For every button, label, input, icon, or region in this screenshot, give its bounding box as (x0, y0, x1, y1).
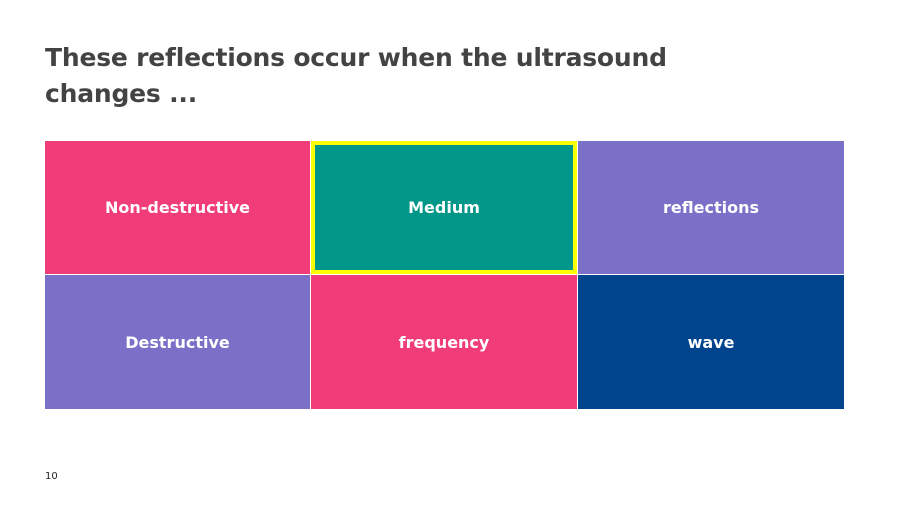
tile-label: Medium (408, 198, 480, 217)
page-number: 10 (45, 471, 58, 482)
tile-label: reflections (663, 198, 759, 217)
tile-label: Destructive (125, 332, 230, 352)
tile-reflections[interactable]: reflections (578, 141, 844, 274)
tile-destructive[interactable]: Destructive (45, 275, 310, 409)
answer-tile-grid: Non-destructive Medium reflections Destr… (45, 141, 844, 409)
tile-label: wave (687, 332, 735, 352)
tile-label: frequency (398, 332, 490, 352)
tile-frequency[interactable]: frequency (311, 275, 577, 409)
slide-title: These reflections occur when the ultraso… (45, 43, 667, 108)
tile-medium[interactable]: Medium (311, 141, 577, 274)
tile-label: Non-destructive (104, 198, 251, 217)
tile-wave[interactable]: wave (578, 275, 844, 409)
tile-non-destructive[interactable]: Non-destructive (45, 141, 310, 274)
